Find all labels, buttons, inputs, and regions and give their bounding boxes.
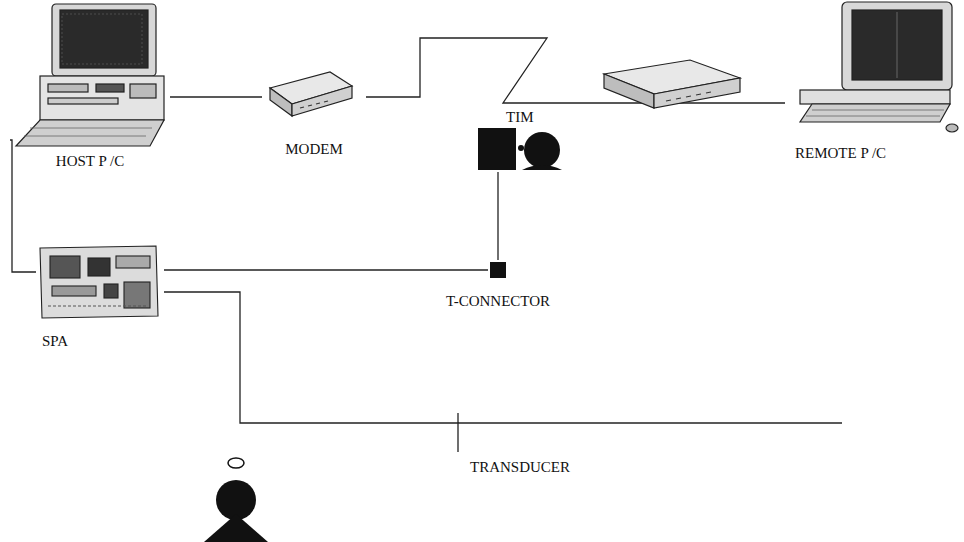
device-label: TIM: [506, 108, 534, 126]
cable-line: [497, 172, 498, 260]
cable-line: [164, 269, 488, 270]
cable-line: [10, 140, 36, 272]
transducer-tick: [457, 413, 458, 423]
device-node: T-CONNECTOR: [488, 260, 508, 280]
cable-line: [164, 292, 458, 452]
bus-line: [458, 422, 842, 423]
t-connector-block: [490, 262, 506, 278]
device-label: REMOTE P /C: [795, 144, 886, 162]
subject-figure: [204, 458, 268, 542]
device-node: TRANSDUCER: [450, 452, 590, 480]
device-node: SPA: [36, 242, 164, 354]
spa-card: [40, 246, 158, 318]
remote-computer: [800, 2, 958, 132]
tim-module: [478, 128, 562, 170]
device-label: TRANSDUCER: [470, 458, 570, 476]
device-node: REMOTE P /C: [785, 0, 957, 166]
device-label: HOST P /C: [56, 152, 124, 170]
device-node: HOST P /C: [10, 0, 170, 174]
device-node: MODEM: [262, 64, 366, 162]
device-label: SPA: [42, 332, 68, 350]
device-label: MODEM: [285, 140, 343, 158]
device-label: T-CONNECTOR: [446, 292, 550, 310]
modem-symbol: [270, 72, 352, 116]
device-node: TIM: [476, 128, 564, 172]
host-computer: [16, 4, 164, 146]
remote-modem-symbol: [604, 60, 740, 108]
cable-line: [170, 96, 262, 97]
